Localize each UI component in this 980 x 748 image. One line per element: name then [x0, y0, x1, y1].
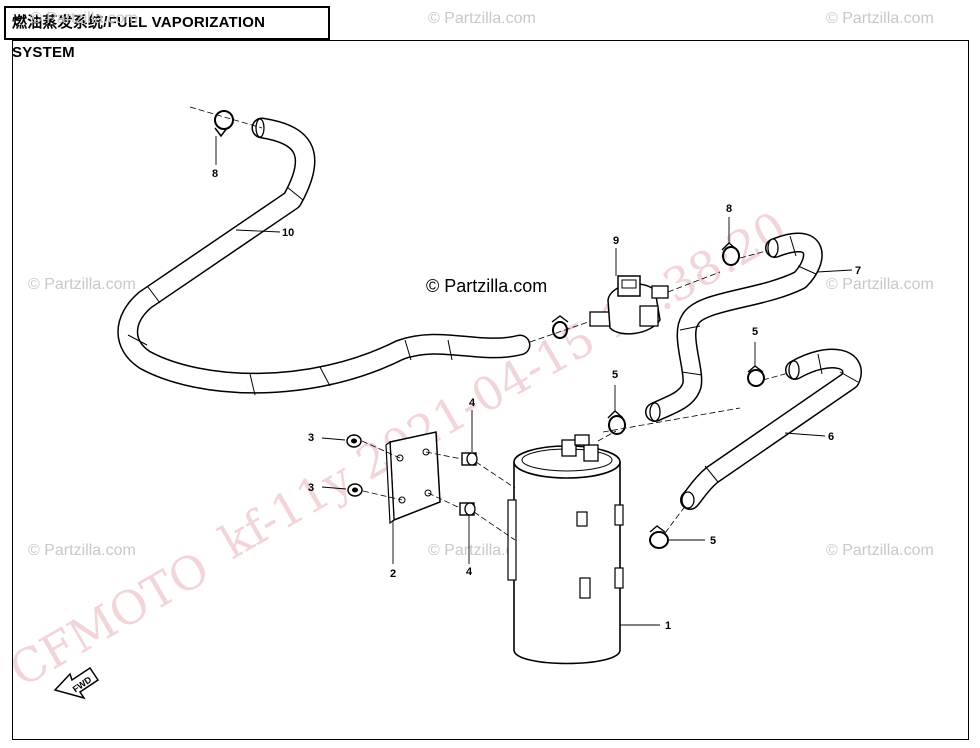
- solenoid-valve-9: [529, 248, 721, 343]
- hose-clamp-5-middle: [602, 385, 741, 435]
- diagram-title: 燃油蒸发系统/FUEL VAPORIZATION SYSTEM: [4, 6, 330, 61]
- watermark-text: © Partzilla.com: [30, 10, 138, 27]
- callout-1: 1: [665, 620, 671, 632]
- callout-4: 4: [466, 566, 473, 578]
- callout-9: 9: [613, 235, 619, 247]
- callout-5: 5: [752, 326, 758, 338]
- nut-3-upper: [321, 434, 401, 459]
- watermark-text: © Partzilla.com: [28, 542, 136, 559]
- watermark-text: © Partzilla.com: [826, 276, 934, 293]
- callout-7: 7: [855, 265, 861, 277]
- watermark-text: © Partzilla.com: [28, 276, 136, 293]
- mounting-bracket-2: [385, 431, 441, 564]
- bolt-4-upper: [425, 410, 516, 489]
- callout-8: 8: [212, 168, 218, 180]
- watermark-text: © Partzilla.com: [826, 10, 934, 27]
- watermark-brand: CFMOTO: [1, 541, 219, 698]
- watermark-text: © Partzilla.com: [826, 542, 934, 559]
- callout-3: 3: [308, 482, 314, 494]
- bolt-4-lower: [427, 492, 516, 564]
- hose-10: [117, 117, 531, 396]
- diagram-frame: [12, 40, 969, 740]
- callout-5: 5: [710, 535, 716, 547]
- carbon-canister-1: [507, 430, 660, 665]
- hose-clamp-5-bottom: [649, 504, 705, 549]
- callout-8: 8: [726, 203, 732, 215]
- nut-3-lower: [321, 483, 403, 501]
- watermark-layer: © Partzilla.com © Partzilla.com © Partzi…: [28, 10, 934, 559]
- callout-6: 6: [828, 431, 834, 443]
- callout-labels: 1 2 3 3 4 4 5 5 5 6 7 8 8 9 10: [212, 168, 861, 632]
- hose-7: [645, 232, 853, 422]
- watermark-text: © Partzilla.com: [428, 10, 536, 27]
- callout-4: 4: [469, 397, 476, 409]
- partzilla-label: © Partzilla.com: [426, 276, 547, 296]
- callout-10: 10: [282, 227, 294, 239]
- hose-clamp-8-right: [721, 217, 771, 266]
- hose-6: [680, 348, 862, 510]
- callout-3: 3: [308, 432, 314, 444]
- callout-2: 2: [390, 568, 396, 580]
- callout-5: 5: [612, 369, 618, 381]
- hose-clamp-8-left: [189, 106, 263, 165]
- hose-clamp-5-right: [747, 342, 793, 387]
